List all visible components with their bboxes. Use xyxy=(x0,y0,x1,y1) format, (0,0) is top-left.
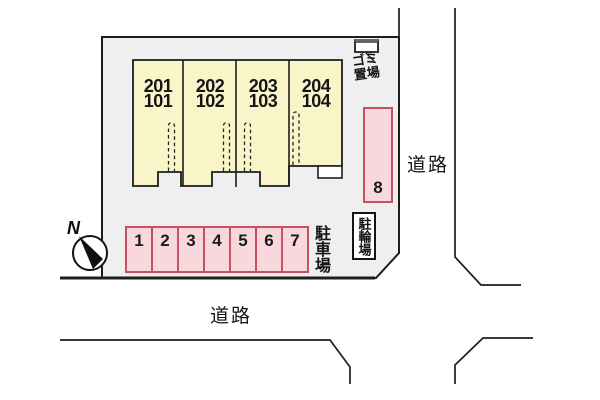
unit-label-204-104: 204 104 xyxy=(286,76,346,111)
garbage-leader-line xyxy=(364,51,375,62)
unit-201: 201 xyxy=(143,76,173,96)
garbage-area-label: ゴミ 置場 xyxy=(346,50,386,84)
road-edge-bottom-south xyxy=(60,339,351,384)
bicycle-parking-box: 駐輪場 xyxy=(352,212,376,260)
unit-label-203-103: 203 103 xyxy=(233,76,293,111)
compass xyxy=(72,235,108,271)
unit-104: 104 xyxy=(301,91,331,111)
entry-path-202 xyxy=(222,122,231,171)
unit-103: 103 xyxy=(248,91,278,111)
entry-path-204 xyxy=(292,111,300,165)
unit-label-201-101: 201 101 xyxy=(128,76,188,111)
compass-needle-icon xyxy=(79,236,103,269)
bicycle-parking-label: 駐輪場 xyxy=(356,216,372,256)
entry-path-201 xyxy=(167,122,176,171)
parking-space-4: 4 xyxy=(205,228,231,271)
unit-202: 202 xyxy=(195,76,225,96)
parking-space-8: 8 xyxy=(363,107,393,203)
parking-space-1: 1 xyxy=(127,228,153,271)
unit-101: 101 xyxy=(143,91,173,111)
road-edge-right-east xyxy=(454,8,521,286)
garbage-box-icon xyxy=(354,39,379,53)
unit-204: 204 xyxy=(301,76,331,96)
road-label-bottom: 道路 xyxy=(210,306,253,327)
parking-space-3: 3 xyxy=(179,228,205,271)
parking-space-2: 2 xyxy=(153,228,179,271)
unit-203: 203 xyxy=(248,76,278,96)
unit-label-202-102: 202 102 xyxy=(180,76,240,111)
road-label-right: 道路 xyxy=(407,155,450,176)
parking-area-label: 駐車場 xyxy=(312,225,329,273)
entry-path-203 xyxy=(243,122,252,171)
building-porch-204 xyxy=(317,165,343,179)
compass-north-label: N xyxy=(67,218,80,238)
parking-strip: 1 2 3 4 5 6 7 xyxy=(125,226,309,273)
parking-space-8-number: 8 xyxy=(373,178,383,197)
parking-space-6: 6 xyxy=(257,228,283,271)
unit-102: 102 xyxy=(195,91,225,111)
parking-space-5: 5 xyxy=(231,228,257,271)
road-edge-corner-southeast xyxy=(454,337,533,384)
parking-space-7: 7 xyxy=(290,231,300,250)
